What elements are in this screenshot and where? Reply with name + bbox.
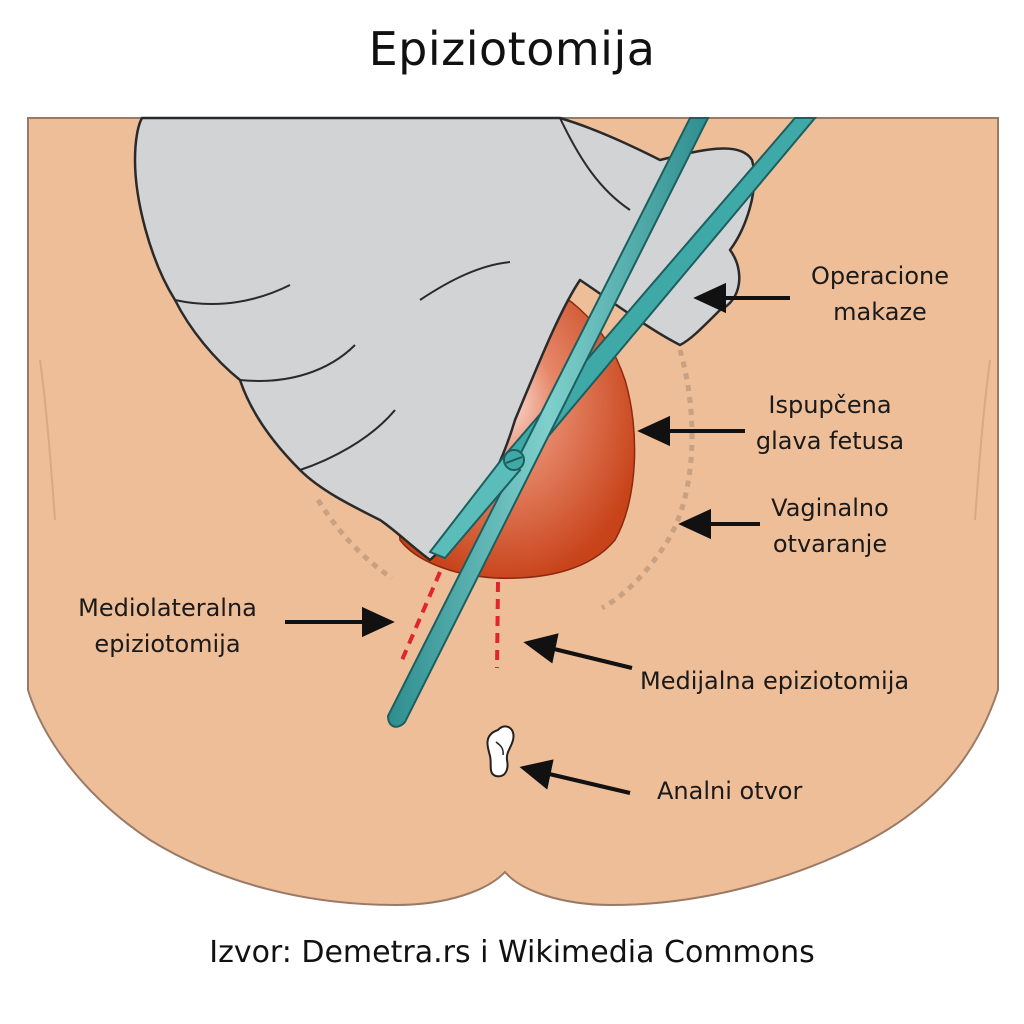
source-credit: Izvor: Demetra.rs i Wikimedia Commons	[209, 935, 815, 970]
label-vaginal-opening: Vaginalno otvaranje	[745, 490, 915, 562]
surgical-scissors	[386, 117, 818, 728]
label-scissors-line-2: makaze	[833, 298, 927, 326]
label-fetal-head-line-2: glava fetusa	[755, 427, 905, 455]
glove-finger-line-2	[299, 409, 396, 471]
label-vaginal-opening-line-1: Vaginalno	[771, 494, 889, 522]
anal-opening	[486, 725, 515, 778]
scissors-blade-front	[386, 117, 710, 728]
label-scissors-line-1: Operacione	[811, 262, 949, 290]
glove-finger-line-3	[174, 284, 291, 306]
vaginal-opening-dotted-left	[315, 498, 394, 581]
label-vaginal-opening-line-2: otvaranje	[772, 530, 888, 558]
label-scissors: Operacione makaze	[790, 258, 970, 330]
label-mediolateral-line-2: epiziotomija	[94, 630, 241, 658]
glove-finger-line-1	[239, 344, 356, 382]
label-arrows	[285, 282, 790, 795]
label-fetal-head: Ispupčena glava fetusa	[740, 387, 920, 459]
skin-fold-left	[39, 359, 56, 521]
label-anal: Analni otvor	[657, 773, 827, 809]
arrow-scissors-head	[693, 282, 726, 314]
arrow-medial	[549, 646, 633, 670]
label-medial-text: Medijalna epiziotomija	[640, 667, 910, 695]
glove-knuckle-line	[419, 261, 511, 301]
arrow-mediolateral-head	[362, 606, 395, 638]
diagram-title: Epiziotomija	[368, 22, 656, 76]
label-medial: Medijalna epiziotomija	[640, 663, 935, 699]
vaginal-opening-dotted-right	[600, 349, 695, 611]
skin-fold-right	[974, 359, 991, 521]
anal-opening-detail	[495, 741, 504, 756]
arrow-anal-head	[519, 759, 554, 790]
label-mediolateral: Mediolateralna epiziotomija	[60, 590, 275, 662]
arrow-anal	[544, 771, 631, 795]
medial-incision-line	[495, 581, 500, 669]
arrow-vaginal-opening-head	[678, 508, 711, 540]
label-anal-text: Analni otvor	[657, 777, 803, 805]
arrow-fetal-head-head	[637, 415, 670, 447]
glove-thumb-line	[559, 117, 631, 211]
label-fetal-head-line-1: Ispupčena	[768, 391, 892, 419]
arrow-medial-head	[523, 633, 559, 664]
label-mediolateral-line-1: Mediolateralna	[78, 594, 257, 622]
scissors-pivot-slot	[505, 456, 523, 464]
